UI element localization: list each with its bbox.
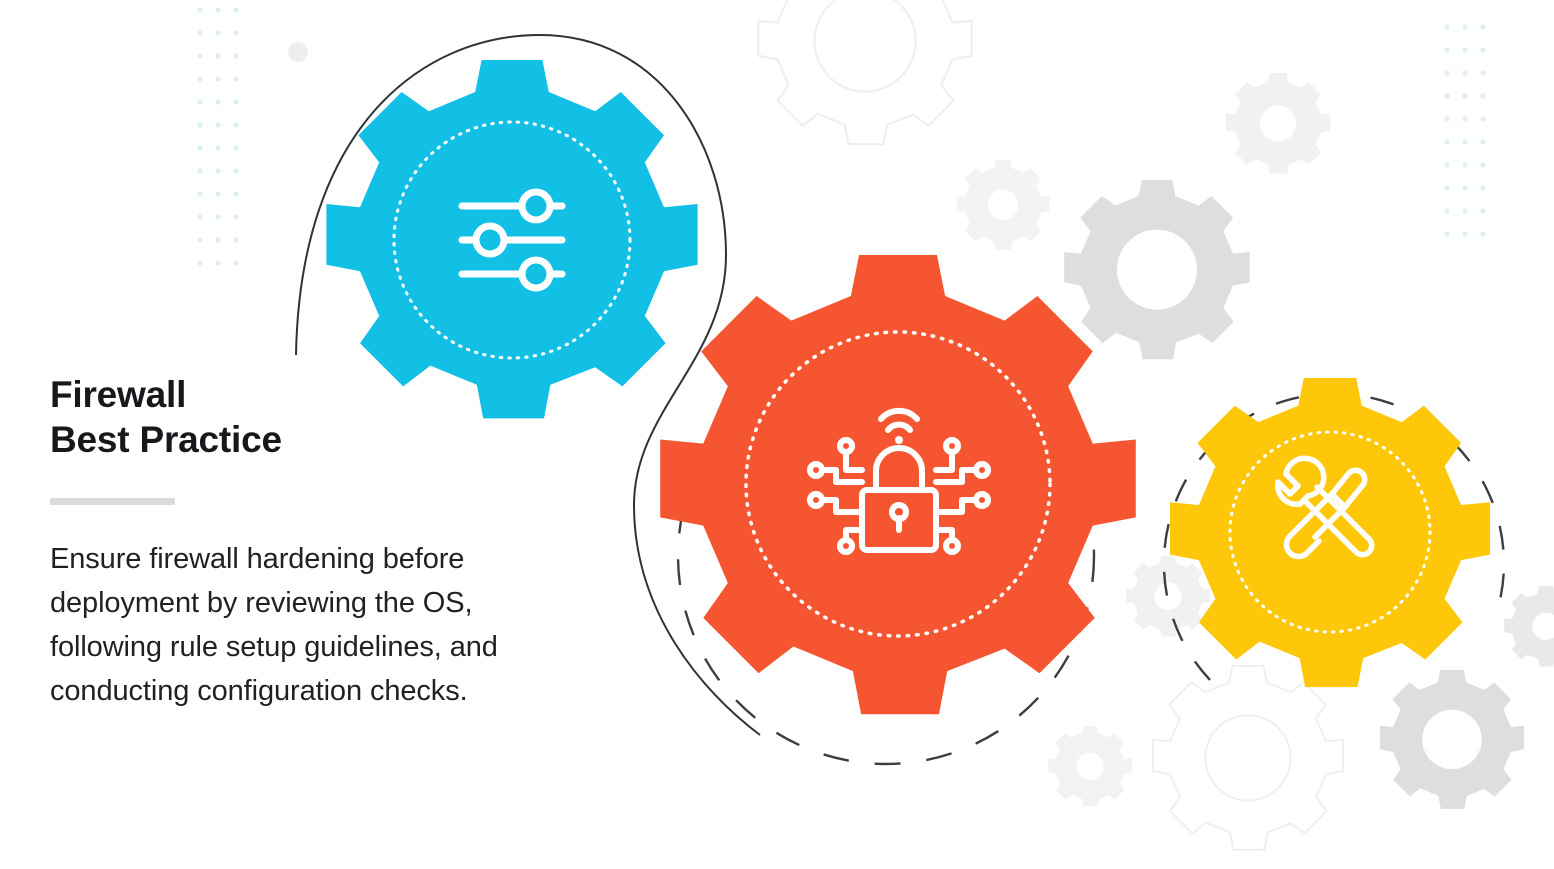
page-title: Firewall Best Practice	[50, 372, 570, 462]
dot-grid-right	[1444, 24, 1486, 237]
background-gear-right-mid	[1064, 180, 1250, 360]
yellow-tools-gear[interactable]	[1169, 378, 1491, 688]
swoosh-line	[295, 33, 761, 736]
background-gear-bottom-right	[1380, 670, 1524, 809]
wrench-screwdriver-icon	[1274, 455, 1375, 560]
background-gear-faint-small	[956, 160, 1050, 250]
sliders-icon	[458, 188, 566, 292]
blue-settings-gear[interactable]	[326, 59, 698, 419]
background-gear-small-right	[1225, 73, 1331, 174]
background-gear-outline-top	[757, 0, 973, 146]
background-gear-outline-bottom	[1151, 665, 1345, 851]
dashed-circle-red	[676, 346, 1096, 766]
text-block: Firewall Best Practice Ensure firewall h…	[50, 372, 570, 742]
background-gear-small-low	[1126, 556, 1210, 637]
dot-grid-left	[197, 7, 239, 266]
red-security-gear[interactable]	[660, 255, 1136, 715]
title-divider	[50, 498, 175, 505]
background-gear-tiny-left	[1048, 726, 1132, 807]
blue-gear-dotted-ring	[392, 120, 632, 360]
small-gray-circle	[288, 42, 308, 62]
page-title-line-1: Firewall	[50, 374, 187, 415]
cyber-padlock-icon	[807, 407, 991, 555]
dashed-arc-yellow	[1162, 392, 1506, 681]
background-gear-edge-right	[1504, 586, 1554, 667]
body-copy: Ensure firewall hardening before deploym…	[50, 543, 498, 707]
page-title-line-2: Best Practice	[50, 419, 282, 460]
yellow-gear-dotted-ring	[1228, 430, 1432, 634]
red-gear-dotted-ring	[744, 330, 1052, 638]
